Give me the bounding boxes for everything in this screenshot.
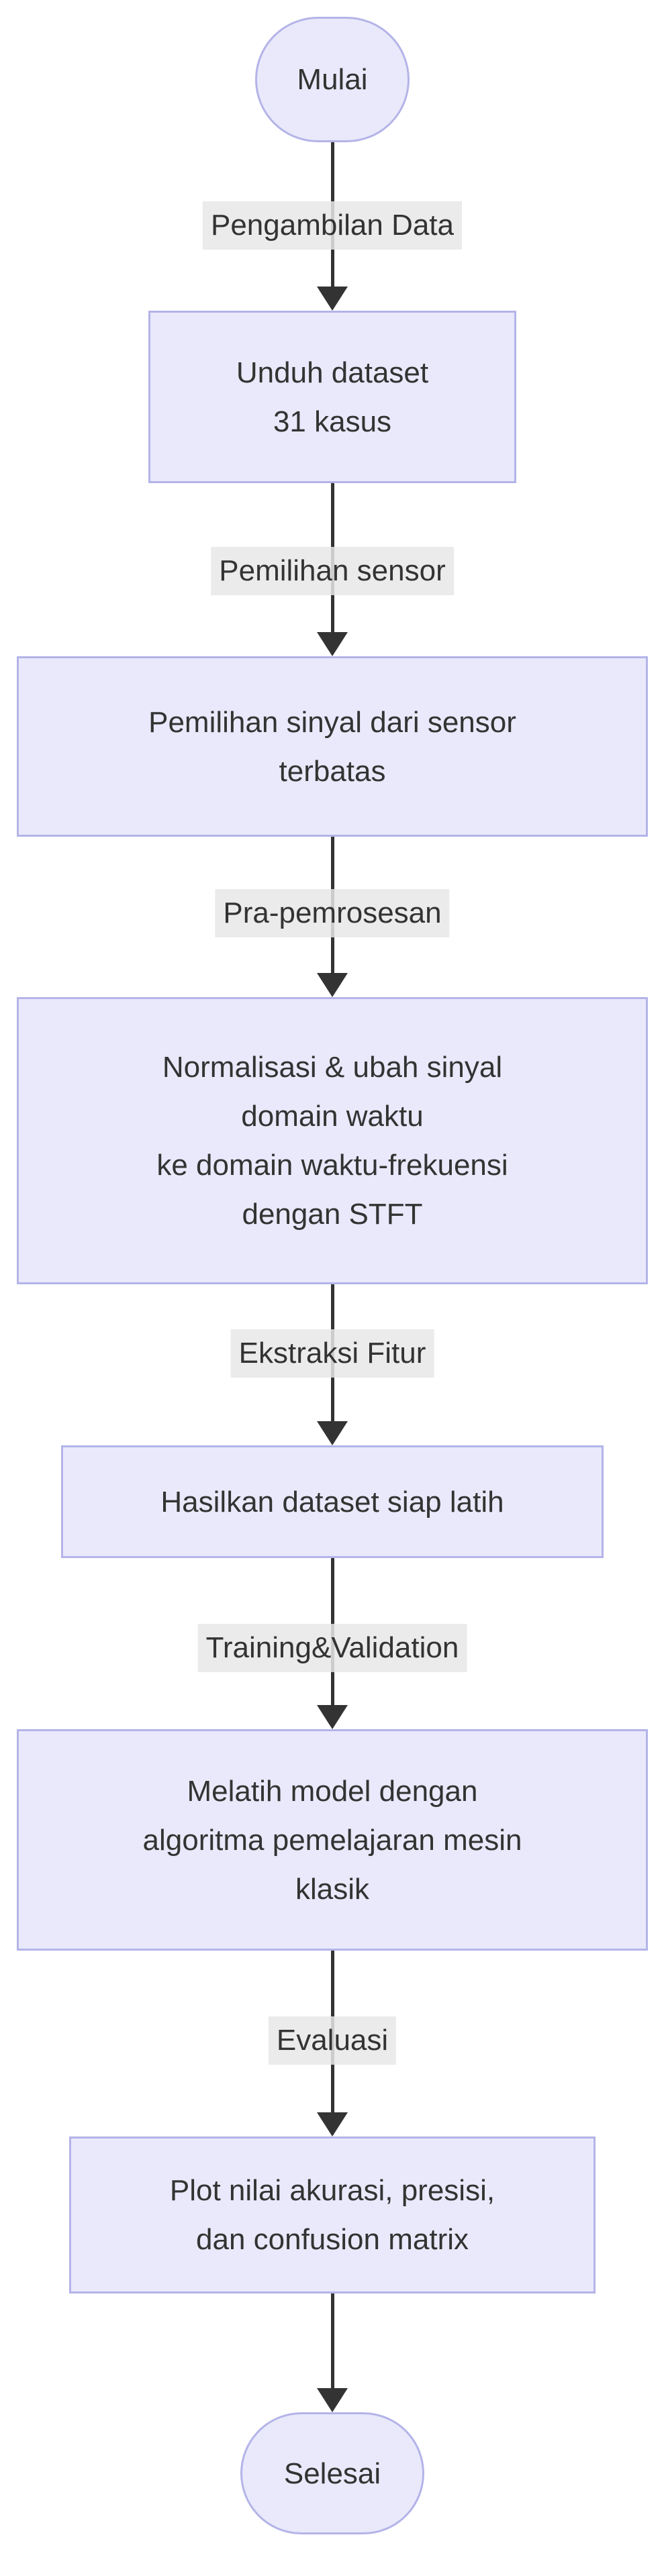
arrowhead-down-icon <box>317 632 348 656</box>
node-label-line: Pemilihan sinyal dari sensor <box>148 705 516 739</box>
node-label-line: 31 kasus <box>273 405 392 438</box>
node-label-line: Plot nilai akurasi, presisi, <box>169 2174 495 2207</box>
node-plot-evaluasi: Plot nilai akurasi, presisi, dan confusi… <box>69 2136 596 2294</box>
node-label-line: Melatih model dengan <box>187 1774 478 1808</box>
arrowhead-down-icon <box>317 2388 348 2412</box>
edge-label-pemilihan-sensor: Pemilihan sensor <box>211 547 454 595</box>
node-label: Hasilkan dataset siap latih <box>160 1485 504 1518</box>
node-label-line: klasik <box>295 1872 370 1906</box>
node-normalisasi-stft: Normalisasi & ubah sinyal domain waktu k… <box>17 997 648 1284</box>
arrowhead-down-icon <box>317 973 348 997</box>
arrowhead-down-icon <box>317 2112 348 2136</box>
edge-label-evaluasi: Evaluasi <box>268 2016 397 2065</box>
node-label-line: Unduh dataset <box>236 356 429 389</box>
edge-label-pengambilan-data: Pengambilan Data <box>202 201 463 250</box>
node-label-line: domain waktu <box>241 1100 424 1133</box>
node-unduh-dataset: Unduh dataset 31 kasus <box>148 311 516 483</box>
arrowhead-down-icon <box>317 1705 348 1729</box>
node-melatih-model: Melatih model dengan algoritma pemelajar… <box>17 1729 648 1951</box>
edge-label-pra-pemrosesan: Pra-pemrosesan <box>215 889 450 937</box>
node-mulai: Mulai <box>255 17 410 142</box>
arrowhead-down-icon <box>317 287 348 311</box>
node-label: Selesai <box>283 2457 381 2490</box>
edge-line-7 <box>331 2294 334 2391</box>
node-label: Mulai <box>297 63 368 96</box>
edge-label-ekstraksi-fitur: Ekstraksi Fitur <box>230 1329 434 1378</box>
node-label-line: dengan STFT <box>242 1198 423 1231</box>
arrowhead-down-icon <box>317 1421 348 1445</box>
node-hasilkan-dataset: Hasilkan dataset siap latih <box>61 1445 604 1558</box>
node-label-line: dan confusion matrix <box>196 2223 469 2256</box>
edge-label-training-validation: Training&Validation <box>197 1624 467 1672</box>
node-label-line: algoritma pemelajaran mesin <box>142 1823 522 1857</box>
node-label-line: Normalisasi & ubah sinyal <box>162 1051 503 1084</box>
node-label-line: terbatas <box>279 754 386 788</box>
node-label-line: ke domain waktu-frekuensi <box>156 1149 508 1182</box>
node-pemilihan-sinyal: Pemilihan sinyal dari sensor terbatas <box>17 656 648 837</box>
node-selesai: Selesai <box>240 2412 424 2534</box>
